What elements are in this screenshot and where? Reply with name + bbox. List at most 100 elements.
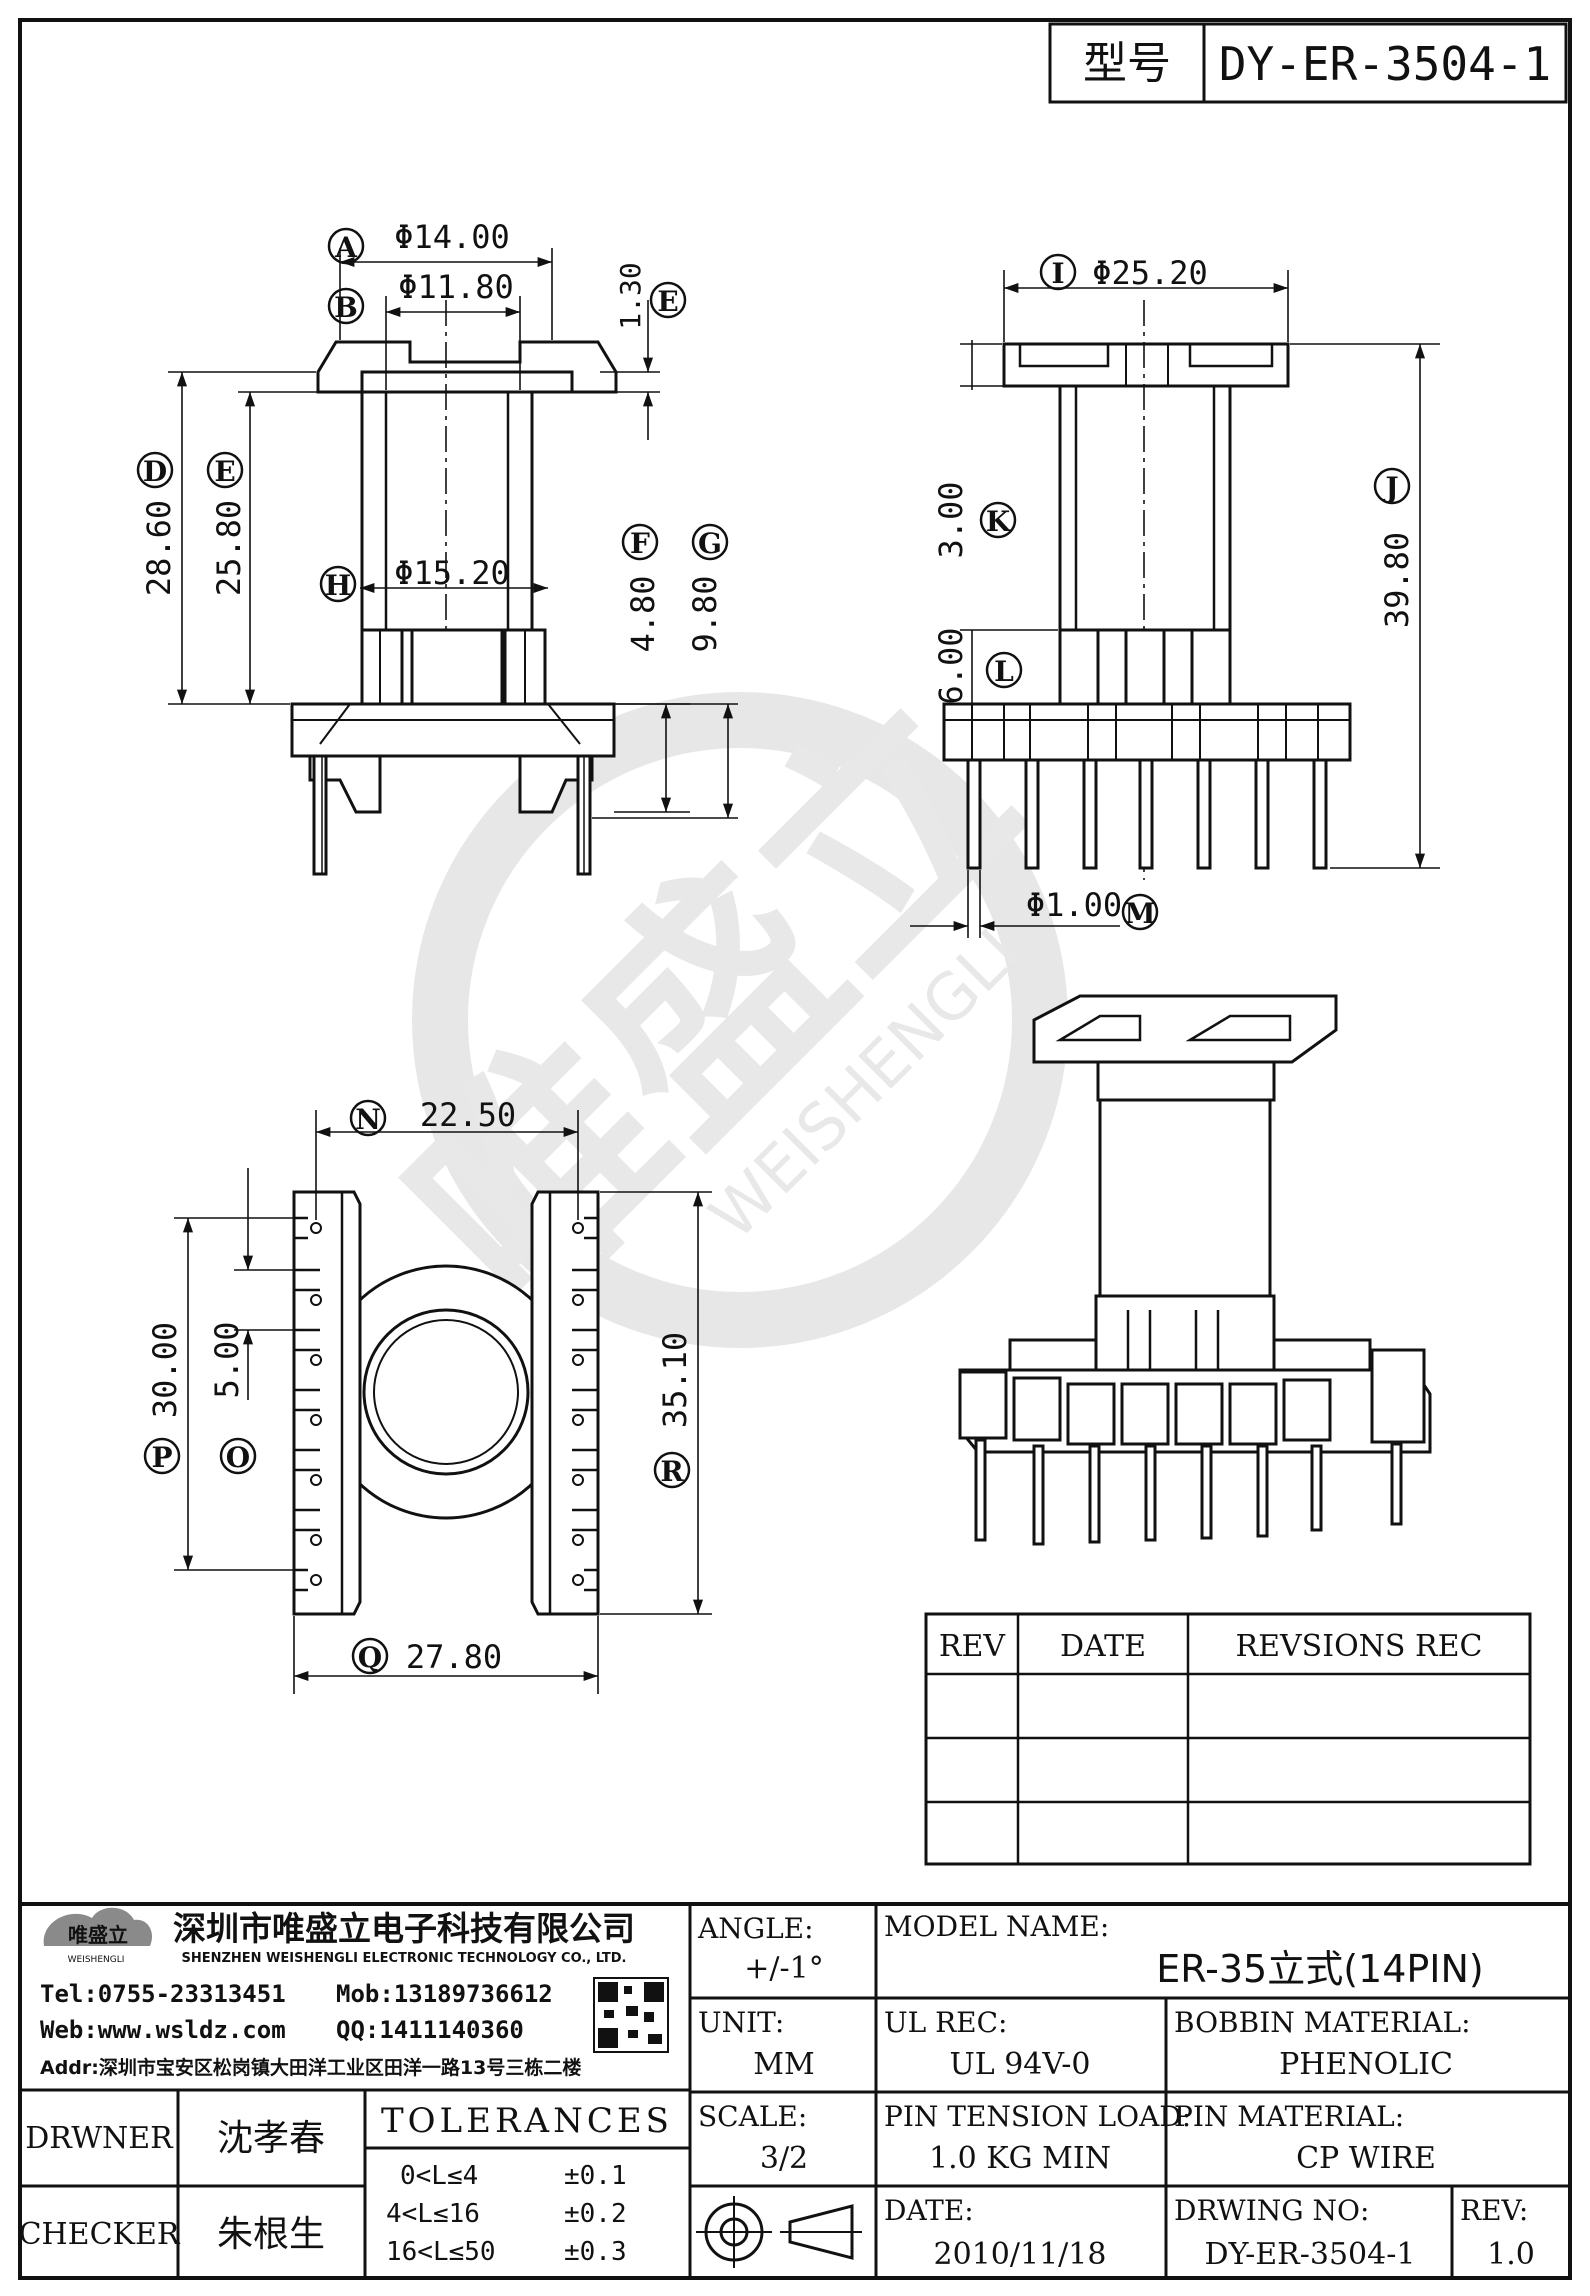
rev-col-rec: REVSIONS REC bbox=[1236, 1629, 1483, 1664]
unit-label: UNIT: bbox=[698, 2006, 784, 2039]
dim-j-text: 39.80 bbox=[1378, 532, 1416, 628]
title-block: 唯盛立 WEISHENGLI 深圳市唯盛立电子科技有限公司 SHENZHEN W… bbox=[19, 1902, 1570, 2278]
bobbin-label: BOBBIN MATERIAL: bbox=[1174, 2006, 1471, 2039]
tol-value-2: ±0.2 bbox=[564, 2199, 627, 2229]
tol-range-1: 0<L≤4 bbox=[400, 2161, 478, 2191]
balloon-g: G bbox=[698, 527, 722, 560]
bottom-view: 22.50 N 30.00 P 5.00 O 35.10 R 27.80 Q bbox=[143, 1096, 712, 1694]
balloon-m: M bbox=[1125, 897, 1156, 930]
balloon-e-top: E bbox=[657, 285, 678, 318]
tol-value-3: ±0.3 bbox=[564, 2237, 627, 2267]
dim-d-text: 28.60 bbox=[140, 500, 178, 596]
tolerances-title: TOLERANCES bbox=[381, 2101, 673, 2141]
tension-label: PIN TENSION LOAD: bbox=[884, 2100, 1191, 2133]
rev-label: REV: bbox=[1460, 2194, 1528, 2227]
front-view: Φ14.00 A Φ11.80 B 1.30 E 28.60 D 25.80 E bbox=[136, 218, 738, 876]
checker-name: 朱根生 bbox=[217, 2214, 325, 2255]
unit-value: MM bbox=[753, 2047, 814, 2082]
ul-value: UL 94V-0 bbox=[949, 2047, 1090, 2082]
model-value: DY-ER-3504-1 bbox=[1219, 37, 1551, 91]
balloon-i: I bbox=[1051, 257, 1064, 290]
side-pins bbox=[966, 758, 1328, 870]
balloon-r: R bbox=[660, 1455, 684, 1488]
rev-col-rev: REV bbox=[939, 1629, 1006, 1664]
checker-label: CHECKER bbox=[19, 2217, 181, 2252]
header-model-box: 型号 DY-ER-3504-1 bbox=[1048, 22, 1568, 104]
company-cn: 深圳市唯盛立电子科技有限公司 bbox=[173, 1909, 635, 1948]
iso-pin-heads bbox=[958, 1348, 1426, 1446]
dim-m-text: Φ1.00 bbox=[1026, 886, 1122, 924]
angle-label: ANGLE: bbox=[697, 1912, 814, 1945]
dim-n-text: 22.50 bbox=[420, 1096, 516, 1134]
dim-l-text: 6.00 bbox=[932, 627, 970, 704]
rev-col-date: DATE bbox=[1060, 1629, 1146, 1664]
balloon-p: P bbox=[151, 1441, 172, 1474]
dim-q-text: 27.80 bbox=[406, 1638, 502, 1676]
company-mob: Mob:13189736612 bbox=[336, 1980, 553, 2008]
balloon-o: O bbox=[226, 1441, 250, 1474]
isometric-view bbox=[958, 994, 1432, 1546]
projection-symbol-icon bbox=[696, 2196, 862, 2268]
logo-cn: 唯盛立 bbox=[68, 1923, 128, 1947]
company-tel: Tel:0755-23313451 bbox=[40, 1980, 286, 2008]
company-addr: Addr:深圳市宝安区松岗镇大田洋工业区田洋一路13号三栋二楼 bbox=[40, 2056, 581, 2079]
dim-f-text: 4.80 bbox=[624, 575, 662, 652]
side-view: Φ25.20 I 3.00 K 39.80 J 6.00 L Φ1.00 M bbox=[910, 253, 1440, 938]
pin-material-label: PIN MATERIAL: bbox=[1174, 2100, 1404, 2133]
dim-h-text: Φ15.20 bbox=[394, 554, 510, 592]
balloon-a: A bbox=[334, 231, 358, 264]
scale-label: SCALE: bbox=[698, 2100, 807, 2133]
dim-p-text: 30.00 bbox=[146, 1322, 184, 1418]
balloon-d: D bbox=[143, 455, 167, 488]
dim-b-text: Φ11.80 bbox=[398, 268, 514, 306]
drawing-no-value: DY-ER-3504-1 bbox=[1205, 2237, 1416, 2272]
drawing-no-label: DRWING NO: bbox=[1174, 2194, 1369, 2227]
company-qq: QQ:1411140360 bbox=[336, 2016, 524, 2044]
ul-label: UL REC: bbox=[884, 2006, 1007, 2039]
company-logo: 唯盛立 WEISHENGLI bbox=[43, 1907, 153, 1965]
rev-value: 1.0 bbox=[1487, 2237, 1535, 2272]
side-base-ribs bbox=[971, 704, 1319, 760]
iso-pins bbox=[974, 1438, 1403, 1546]
balloon-j: J bbox=[1382, 471, 1398, 504]
balloon-q: Q bbox=[358, 1641, 382, 1674]
dim-r-text: 35.10 bbox=[656, 1332, 694, 1428]
tol-range-2: 4<L≤16 bbox=[386, 2199, 480, 2229]
bobbin-value: PHENOLIC bbox=[1279, 2047, 1453, 2082]
tension-value: 1.0 KG MIN bbox=[929, 2141, 1111, 2176]
revision-table: REV DATE REVSIONS REC bbox=[924, 1612, 1532, 1866]
dim-a-text: Φ14.00 bbox=[394, 218, 510, 256]
company-en: SHENZHEN WEISHENGLI ELECTRONIC TECHNOLOG… bbox=[181, 1951, 626, 1966]
dim-i-text: Φ25.20 bbox=[1092, 254, 1208, 292]
balloon-b: B bbox=[334, 291, 358, 324]
balloon-k: K bbox=[986, 505, 1012, 538]
dim-k-text: 3.00 bbox=[932, 481, 970, 558]
company-web: Web:www.wsldz.com bbox=[40, 2016, 286, 2044]
scale-value: 3/2 bbox=[760, 2141, 808, 2176]
balloon-l: L bbox=[994, 655, 1014, 688]
balloon-e: E bbox=[214, 455, 235, 488]
drawer-label: DRWNER bbox=[25, 2121, 174, 2156]
balloon-f: F bbox=[630, 527, 650, 560]
model-name-value: ER-35立式(14PIN) bbox=[1156, 1947, 1484, 1991]
tol-range-3: 16<L≤50 bbox=[386, 2237, 496, 2267]
angle-value: +/-1° bbox=[744, 1951, 823, 1986]
model-label: 型号 bbox=[1083, 38, 1171, 89]
dim-o-text: 5.00 bbox=[208, 1321, 246, 1398]
dim-e-text: 25.80 bbox=[210, 500, 248, 596]
qr-code bbox=[593, 1977, 669, 2053]
balloon-n: N bbox=[355, 1103, 381, 1136]
logo-en: WEISHENGLI bbox=[68, 1955, 125, 1965]
sheet-border bbox=[18, 18, 1572, 2280]
date-value: 2010/11/18 bbox=[934, 2237, 1107, 2272]
drawer-name: 沈孝春 bbox=[217, 2118, 325, 2159]
model-name-label: MODEL NAME: bbox=[884, 1910, 1109, 1943]
tol-value-1: ±0.1 bbox=[564, 2161, 627, 2191]
balloon-h: H bbox=[325, 569, 351, 602]
pin-material-value: CP WIRE bbox=[1296, 2141, 1436, 2176]
dim-g-text: 9.80 bbox=[686, 575, 724, 652]
left-rail-slots bbox=[294, 1216, 322, 1592]
dim-e-top-text: 1.30 bbox=[614, 262, 647, 329]
right-rail-slots bbox=[572, 1216, 598, 1592]
